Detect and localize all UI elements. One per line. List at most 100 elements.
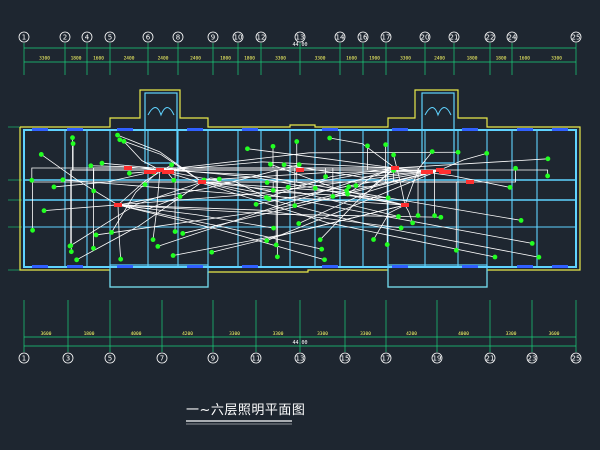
light-fixture [513,165,518,171]
wire [204,169,441,181]
axis-bubble [380,31,392,43]
light-fixture [273,242,279,248]
distribution-panel [401,203,409,207]
axis-bubble [484,31,496,43]
wire [276,169,300,257]
axis-label: 17 [382,34,391,42]
light-fixture [455,149,461,155]
wire [117,204,402,229]
light-fixture [38,152,44,157]
light-fixture [365,143,370,149]
dimension-text: 3600 [549,331,560,337]
axis-label: 10 [234,34,243,42]
wire [201,181,522,221]
axis-label: 4 [85,34,90,42]
light-fixture [41,208,47,214]
light-fixture [109,229,114,235]
wire [394,167,511,188]
drawing-title: 一~六层照明平面图 [186,403,306,418]
window [392,265,408,268]
wire [123,141,161,171]
axis-label: 7 [160,355,164,363]
light-fixture [398,225,404,231]
axis-bubble [526,352,538,364]
wire [404,151,433,206]
window [117,128,133,131]
wire [152,169,161,240]
distribution-panel [114,203,122,207]
wire [300,145,368,171]
inner-wall-frame [23,129,577,268]
light-fixture [507,184,513,190]
axis-label: 22 [486,34,495,42]
dimension-text: 2400 [158,56,169,62]
distribution-panel [162,170,174,174]
axis-bubble [294,31,306,43]
light-fixture [91,245,96,251]
window [187,128,203,131]
axis-label: 21 [486,355,495,363]
wire [159,151,459,171]
light-fixture [432,213,437,219]
dimension-text: 3300 [551,56,562,62]
wire [247,148,396,169]
window [242,128,258,131]
light-fixture [29,177,35,183]
axis-bubble [570,352,582,364]
axis-label: 5 [108,355,112,363]
light-fixture [353,183,359,189]
axis-label: 24 [508,34,517,42]
axis-bubble [255,31,267,43]
light-fixture [67,243,73,249]
distribution-panel [391,166,399,170]
wire [111,169,161,233]
wire [159,169,347,191]
light-fixture [169,162,175,168]
window [322,128,338,131]
dimension-text: 1800 [220,56,231,62]
light-fixture [177,194,183,199]
light-fixture [285,184,291,190]
axis-bubble [172,31,184,43]
dimension-text: 1800 [496,56,507,62]
light-fixture [216,176,222,182]
stair-arc [147,107,175,117]
dimension-text: 4000 [131,331,142,337]
light-fixture [391,152,396,158]
axis-label: 13 [296,355,305,363]
light-fixture [383,142,389,148]
dimension-text: 1800 [244,56,255,62]
light-fixture [484,150,490,156]
light-fixture [68,249,74,255]
wire [201,181,533,244]
light-fixture [296,162,302,168]
axis-bubble [506,31,518,43]
axis-label: 19 [433,355,442,363]
light-fixture [327,135,333,141]
light-fixture [172,229,178,234]
outer-wall-outline [19,89,581,288]
axis-label: 6 [146,34,151,42]
dimension-text: 4200 [182,331,193,337]
light-fixture [292,203,298,209]
dimension-text: 3300 [275,56,286,62]
axis-bubble [18,31,30,43]
light-fixture [264,238,270,244]
dimension-text: 1800 [84,331,95,337]
axis-bubble [484,352,496,364]
window [187,265,203,268]
window [517,265,533,268]
dimension-text: 1600 [93,56,104,62]
axis-bubble [62,352,74,364]
light-fixture [429,149,435,155]
window [392,128,408,131]
light-fixture [415,213,421,218]
light-fixture [385,195,391,201]
axis-label: 13 [296,34,305,42]
dimension-text: 3300 [317,331,328,337]
axis-label: 25 [572,355,581,363]
distribution-panel [156,168,164,172]
wire [117,204,122,260]
light-fixture [268,161,273,167]
